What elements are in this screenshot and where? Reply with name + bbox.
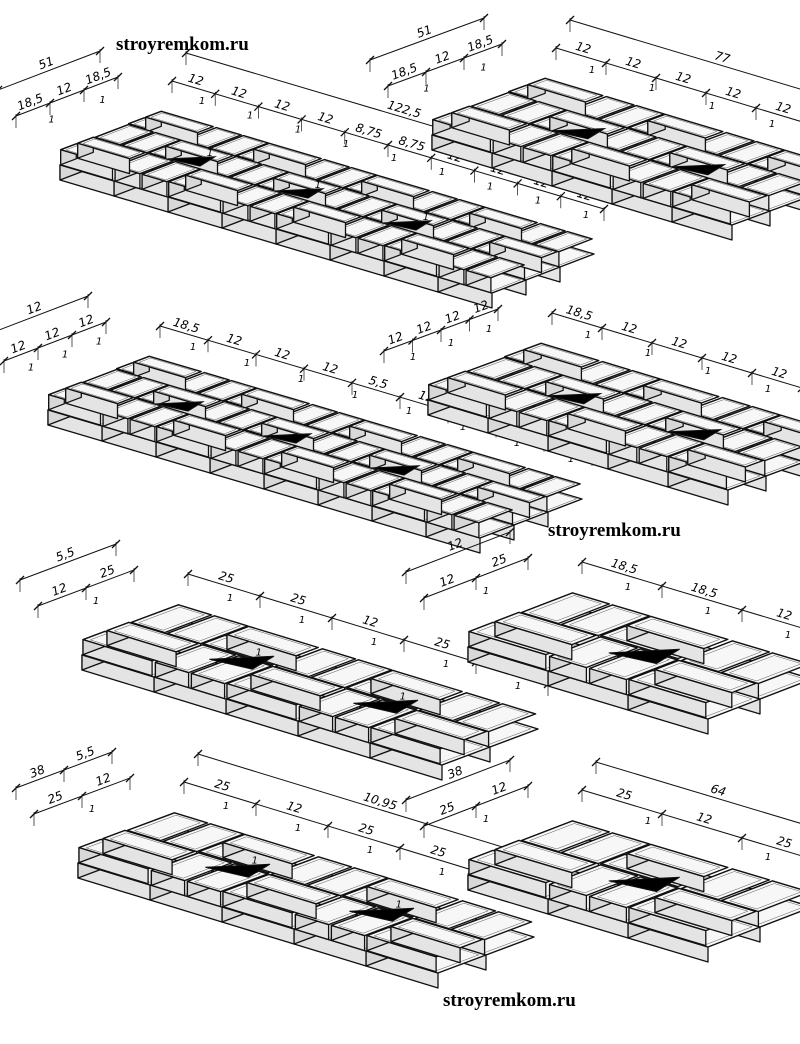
panel-1-dim-length-one: 1 xyxy=(439,167,445,178)
panel-4-dim-width-one: 1 xyxy=(410,352,416,363)
panel-5-dim-width-total-label: 5,5 xyxy=(54,545,77,565)
panel-1-dim-length-one: 1 xyxy=(583,210,589,221)
panel-1-dim-width-label: 18,5 xyxy=(83,65,113,88)
panel-3-dim-width-one: 1 xyxy=(62,350,68,361)
panel-2-dim-width-label: 18,5 xyxy=(389,60,419,82)
panel-4-dim-length-label: 18,5 xyxy=(564,302,594,323)
watermark-top: stroyremkom.ru xyxy=(116,34,249,56)
panel-3-dim-length-one: 1 xyxy=(298,374,304,385)
panel-1-dim-width-one: 1 xyxy=(99,95,105,106)
panel-3-dim-length-one: 1 xyxy=(352,390,358,401)
panel-1-dim-length-one: 1 xyxy=(247,110,253,121)
panel-4-dim-length-one: 1 xyxy=(705,366,711,377)
panel-5-dim-length-one: 1 xyxy=(443,659,449,670)
panel-2-dim-width-one: 1 xyxy=(423,84,429,95)
panel-6-dim-length-one: 1 xyxy=(785,630,791,641)
panel-6-dim-length-label: 18,5 xyxy=(689,580,719,601)
panel-1-dim-width-one: 1 xyxy=(48,114,54,125)
panel-2-dim-width-label: 18,5 xyxy=(465,32,495,54)
panel-2-dim-length-one: 1 xyxy=(589,65,595,76)
panel-1-dim-length-label: 8,75 xyxy=(397,133,427,154)
panel-3-dim-length-one: 1 xyxy=(190,342,196,353)
panel-6-dim-length-one: 1 xyxy=(705,606,711,617)
panel-2-dim-length-one: 1 xyxy=(709,101,715,112)
panel-1-dim-width-total-tick xyxy=(0,86,2,94)
panel-3-dim-width-one: 1 xyxy=(96,337,102,348)
panel-6-dim-length-label: 18,5 xyxy=(609,556,639,577)
panel-6-dim-width-one: 1 xyxy=(483,586,489,597)
panel-4-dim-length-one: 1 xyxy=(645,348,651,359)
watermark-bottom: stroyremkom.ru xyxy=(443,990,576,1012)
panel-7-dim-length-one: 1 xyxy=(439,867,445,878)
panel-4-dim-width-one: 1 xyxy=(448,338,454,349)
panel-5-inner-one: 1 xyxy=(400,691,406,702)
panel-7-dim-width-total-label: 5,5 xyxy=(74,744,97,764)
panel-2-dim-length-one: 1 xyxy=(769,119,775,130)
panel-7-dim-length-one: 1 xyxy=(295,823,301,834)
panel-4-dim-length-one: 1 xyxy=(585,330,591,341)
panel-1-dim-length-one: 1 xyxy=(391,153,397,164)
panel-7-inner-one: 1 xyxy=(252,855,258,866)
panel-5-dim-length-one: 1 xyxy=(371,637,377,648)
panel-2-dim-width-one: 1 xyxy=(480,63,486,74)
panel-5-inner-one: 1 xyxy=(256,647,262,658)
panel-1-dim-length-one: 1 xyxy=(295,125,301,136)
panel-7-dim-length-one: 1 xyxy=(223,801,229,812)
panel-1-dim-width-label: 18,5 xyxy=(15,91,45,114)
panel-3-dim-length-one: 1 xyxy=(244,358,250,369)
panel-7-dim-width-total-label: 38 xyxy=(28,762,48,781)
panel-2-dim-length-one: 1 xyxy=(649,83,655,94)
panel-3-dim-width-one: 1 xyxy=(28,363,34,374)
panel-5-dim-width-one: 1 xyxy=(93,596,99,607)
panel-7-dim-width-one: 1 xyxy=(89,804,95,815)
panel-6-dim-length-one: 1 xyxy=(625,582,631,593)
panel-7-inner-one: 1 xyxy=(396,899,402,910)
panel-4-dim-width-one: 1 xyxy=(486,324,492,335)
panel-1-inner-one: 1 xyxy=(423,212,429,223)
panel-5-dim-length-one: 1 xyxy=(227,593,233,604)
panel-8-dim-length-one: 1 xyxy=(645,816,651,827)
panel-1-dim-length-label: 8,75 xyxy=(354,120,384,141)
panel-1-dim-length-one: 1 xyxy=(487,181,493,192)
panel-1-inner-one: 1 xyxy=(207,148,213,159)
panel-7-dim-length-one: 1 xyxy=(367,845,373,856)
panel-1-dim-length-one: 1 xyxy=(199,96,205,107)
panel-4-dim-length-one: 1 xyxy=(765,384,771,395)
panel-1-dim-length-one: 1 xyxy=(535,196,541,207)
panel-3-dim-length-one: 1 xyxy=(406,406,412,417)
panel-8-dim-width-total-label: 38 xyxy=(445,763,465,782)
panel-1-inner-one: 1 xyxy=(315,180,321,191)
panel-8-dim-length-one: 1 xyxy=(765,852,771,863)
panel-3-dim-length-label: 18,5 xyxy=(171,315,201,336)
panel-8-dim-width-one: 1 xyxy=(483,814,489,825)
panel-5-dim-length-one: 1 xyxy=(515,681,521,692)
panel-5-dim-length-one: 1 xyxy=(299,615,305,626)
watermark-middle: stroyremkom.ru xyxy=(548,520,681,542)
panel-3-dim-length-label: 5,5 xyxy=(367,373,389,392)
panel-1-dim-length-one: 1 xyxy=(343,139,349,150)
